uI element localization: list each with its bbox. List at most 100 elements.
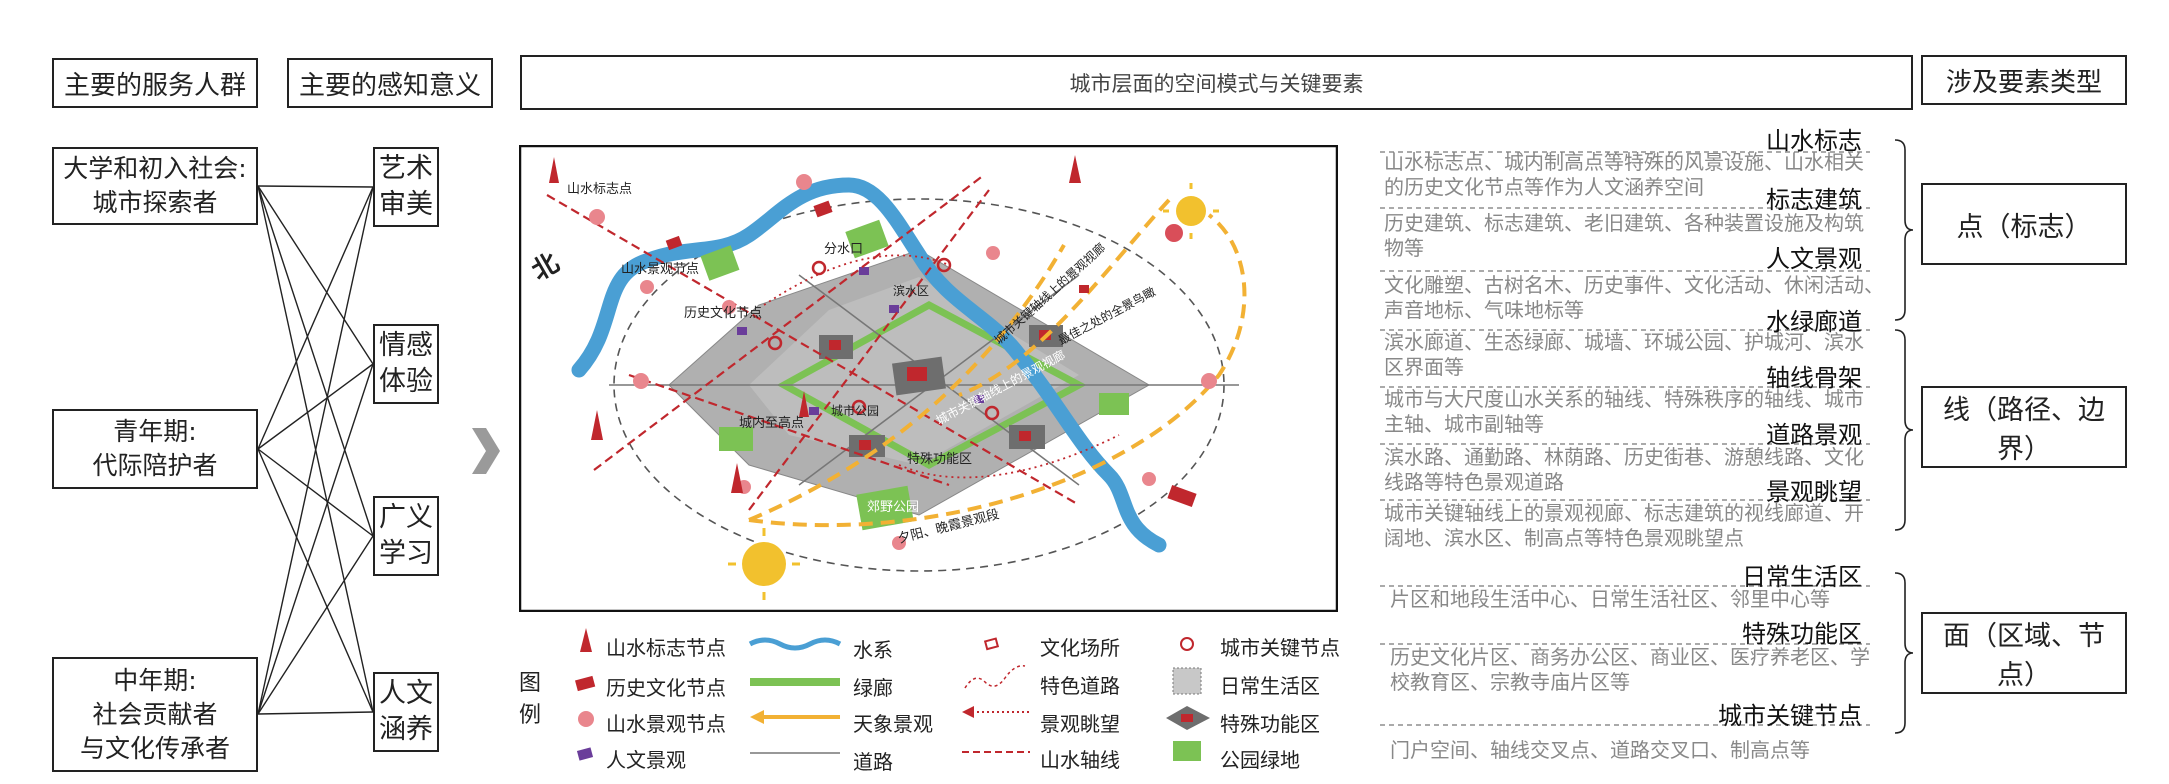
key-node-5 [984, 405, 1000, 421]
sense-emotion-line1: 情感 [379, 330, 433, 361]
shanshui-landmark-4 [1069, 155, 1081, 183]
legend-item: 文化场所 [1040, 636, 1120, 660]
legend-item: 日常生活区 [1220, 674, 1320, 698]
group-contributor-line3: 与文化传承者 [79, 733, 230, 763]
category-title: 山水标志 [1766, 127, 1862, 155]
category-title: 道路景观 [1766, 421, 1862, 449]
legend-item: 绿廊 [853, 676, 893, 700]
category-title: 轴线骨架 [1766, 364, 1862, 392]
category-desc: 城市与大尺度山水关系的轴线、特殊秩序的轴线、城市 [1384, 387, 1864, 411]
group-contributor: 中年期: 社会贡献者 与文化传承者 [52, 657, 258, 772]
category-desc: 滨水路、通勤路、林荫路、历史街巷、游憩线路、文化 [1384, 445, 1864, 469]
header-senses: 主要的感知意义 [287, 58, 493, 108]
sense-culture-line2: 涵养 [379, 714, 433, 745]
type-area-label: 面（区域、节点） [1943, 621, 2105, 691]
category-desc: 主轴、城市副轴等 [1384, 412, 1544, 436]
legend-item: 水系 [853, 638, 893, 662]
header-types: 涉及要素类型 [1921, 55, 2127, 105]
category-title: 水绿廊道 [1766, 308, 1862, 336]
chevron-right-icon [472, 428, 500, 474]
legend-green-icon [750, 678, 840, 686]
key-node-1 [811, 260, 827, 276]
legend-title: 图 例 [519, 668, 541, 732]
category-title: 人文景观 [1766, 245, 1862, 273]
map-label-special-zone: 特殊功能区 [907, 452, 972, 467]
category-desc: 山水标志点、城内制高点等特殊的风景设施、山水相关 [1384, 150, 1864, 174]
group-companion-line2: 代际陪护者 [92, 451, 218, 480]
sense-emotion: 情感体验 [373, 324, 439, 404]
legend-item: 人文景观 [606, 748, 686, 772]
legend-view-icon [962, 706, 1030, 718]
map-label-suburb-park: 郊野公园 [867, 499, 919, 515]
category-desc: 文化雕塑、古树名木、历史事件、文化活动、休闲活动、 [1384, 273, 1884, 297]
river [571, 177, 1167, 553]
group-explorer: 大学和初入社会: 城市探索者 [52, 147, 258, 225]
header-groups: 主要的服务人群 [52, 58, 258, 108]
category-desc: 历史文化片区、商务办公区、商业区、医疗养老区、学 [1390, 645, 1870, 669]
city-map: 山水标志点 北 分水口 山水景观节点 历史文化节点 滨水区 城市关键轴线上的景观… [519, 145, 1338, 612]
sense-culture: 人文涵养 [373, 672, 439, 752]
category-title: 标志建筑 [1766, 186, 1862, 214]
header-types-label: 涉及要素类型 [1945, 67, 2102, 98]
key-node-4 [851, 399, 867, 415]
map-label-binshui: 滨水区 [893, 283, 929, 298]
category-desc: 城市关键轴线上的景观视廊、标志建筑的视线廊道、开 [1384, 501, 1864, 525]
category-desc: 的历史文化节点等作为人文涵养空间 [1384, 175, 1704, 199]
legend-sky-icon [750, 710, 840, 724]
group-explorer-line2: 城市探索者 [92, 188, 218, 217]
type-line: 线（路径、边界） [1921, 386, 2127, 468]
sense-learning: 广义学习 [373, 496, 439, 576]
sense-art-line2: 审美 [379, 189, 433, 220]
group-companion: 青年期: 代际陪护者 [52, 409, 258, 489]
sense-art: 艺术审美 [373, 147, 439, 227]
map-label-heritage-node: 历史文化节点 [684, 306, 762, 321]
map-label-city-park: 城市公园 [831, 403, 879, 418]
legend-cultural-icon [576, 747, 594, 761]
shanshui-landmark-2 [591, 410, 603, 440]
legend-item: 历史文化节点 [606, 676, 726, 700]
legend-daily-area-icon [1172, 667, 1202, 695]
map-label-fenshuikou: 分水口 [824, 242, 863, 257]
group-contributor-line2: 社会贡献者 [92, 699, 218, 729]
map-label-highpoint: 城内至高点 [739, 415, 804, 431]
group-companion-line1: 青年期: [113, 417, 197, 446]
legend-title-1: 图 [519, 671, 542, 696]
category-desc: 阔地、滨水区、制高点等特色景观眺望点 [1384, 526, 1744, 550]
legend-item: 景观眺望 [1040, 712, 1120, 736]
category-title: 城市关键节点 [1718, 702, 1862, 730]
header-spatial-label: 城市层面的空间模式与关键要素 [1069, 71, 1364, 96]
shanshui-landmark-3 [731, 463, 743, 493]
legend-landscape-node-icon [578, 711, 594, 727]
legend-item: 天象景观 [853, 712, 933, 736]
category-desc: 声音地标、气味地标等 [1384, 298, 1584, 322]
category-desc: 滨水廊道、生态绿廊、城墙、环城公园、护城河、滨水 [1384, 330, 1864, 354]
sense-learning-line2: 学习 [379, 538, 433, 569]
sense-culture-line1: 人文 [379, 678, 433, 709]
legend-water-icon [748, 637, 842, 651]
group-contributor-line1: 中年期: [113, 665, 197, 695]
sense-emotion-line2: 体验 [379, 366, 433, 397]
sense-learning-line1: 广义 [379, 502, 433, 533]
key-node-3 [767, 335, 783, 351]
legend-park-icon [1173, 741, 1201, 761]
header-spatial: 城市层面的空间模式与关键要素 [520, 55, 1913, 110]
legend-key-node-icon [1180, 637, 1194, 651]
map-label-shanshui-landmark: 山水标志点 [567, 182, 632, 197]
category-title: 景观眺望 [1766, 478, 1862, 506]
map-label-shanshui-node: 山水景观节点 [621, 262, 699, 277]
legend-symbols [575, 628, 1210, 761]
legend-title-2: 例 [519, 703, 542, 728]
type-line-label: 线（路径、边界） [1943, 395, 2105, 465]
category-desc: 线路等特色景观道路 [1384, 470, 1564, 494]
category-desc: 片区和地段生活中心、日常生活社区、邻里中心等 [1390, 587, 1830, 611]
sun-icon [742, 196, 1206, 586]
legend-item: 道路 [853, 750, 893, 774]
legend-item: 山水景观节点 [606, 712, 726, 736]
legend-special-zone-icon [1166, 706, 1210, 730]
legend-landmark-icon [580, 628, 592, 652]
category-desc: 物等 [1384, 236, 1424, 260]
category-title: 特殊功能区 [1742, 620, 1862, 648]
legend-item: 山水轴线 [1040, 748, 1120, 772]
